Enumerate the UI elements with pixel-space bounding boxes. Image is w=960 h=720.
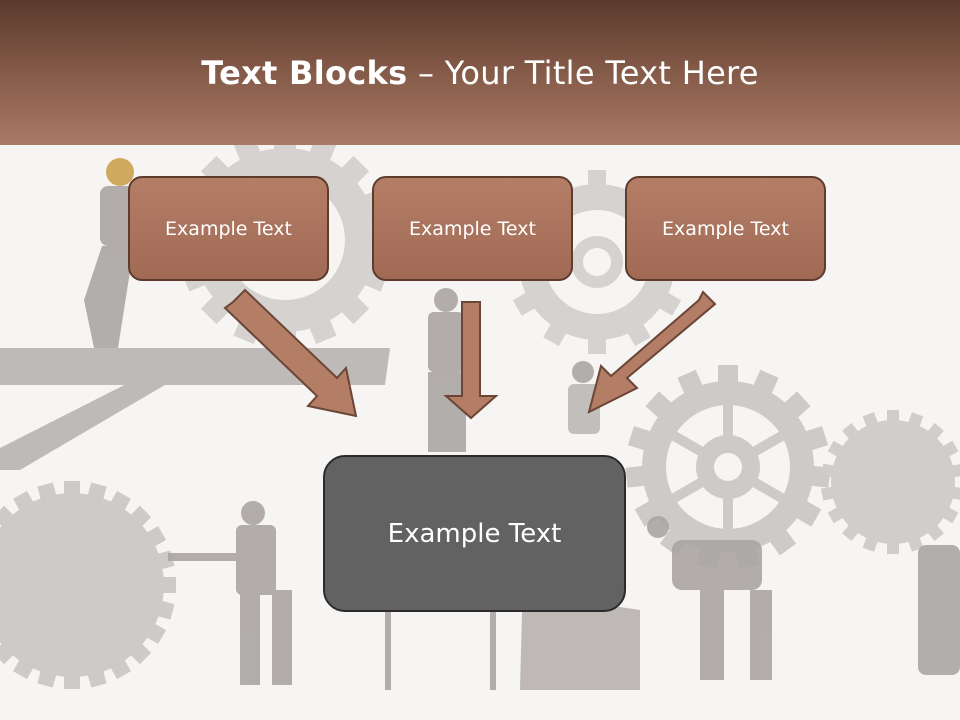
text-block-2[interactable]: Example Text [372, 176, 573, 281]
title-bold-text: Text Blocks [201, 53, 408, 92]
text-block-3-label: Example Text [662, 217, 789, 240]
slide-title: Text Blocks – Your Title Text Here [201, 54, 759, 92]
gear-icon [821, 410, 960, 554]
text-block-1-label: Example Text [165, 217, 292, 240]
text-block-1[interactable]: Example Text [128, 176, 329, 281]
main-text-block[interactable]: Example Text [323, 455, 626, 612]
title-dash: – [417, 53, 435, 92]
text-block-3[interactable]: Example Text [625, 176, 826, 281]
title-rest-text: Your Title Text Here [444, 53, 759, 92]
title-bar: Text Blocks – Your Title Text Here [0, 0, 960, 145]
gear-icon [625, 365, 831, 569]
gear-icon [0, 481, 176, 689]
main-text-block-label: Example Text [387, 518, 562, 549]
steel-beam-illustration [0, 348, 390, 470]
people-silhouettes [84, 158, 960, 690]
text-block-2-label: Example Text [409, 217, 536, 240]
